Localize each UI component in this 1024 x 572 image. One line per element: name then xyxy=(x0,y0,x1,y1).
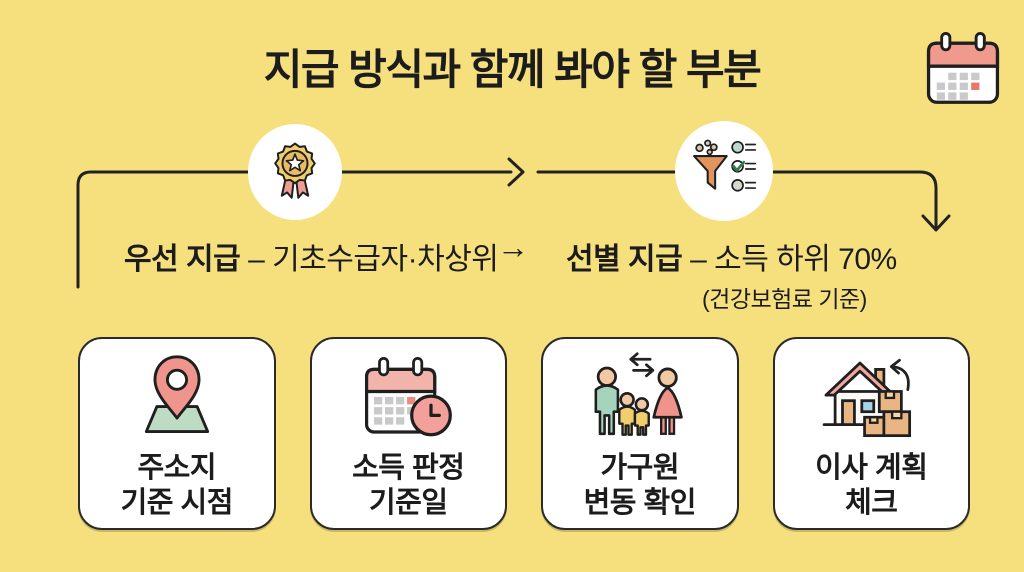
selective-payment-sublabel: (건강보험료 기준) xyxy=(702,286,867,312)
calendar-clock-icon xyxy=(357,347,459,443)
selective-payment-label-bold: 선별 지급 xyxy=(566,243,683,276)
card-household-change-label: 가구원 변동 확인 xyxy=(583,451,697,519)
card-address-line2: 기준 시점 xyxy=(120,486,234,519)
card-household-change: 가구원 변동 확인 xyxy=(541,337,739,530)
card-moving-plan-line1: 이사 계획 xyxy=(815,452,928,485)
priority-payment-label-bold: 우선 지급 xyxy=(124,243,241,276)
card-income-date-line2: 기준일 xyxy=(368,486,448,519)
card-address-basis: 주소지 기준 시점 xyxy=(78,337,276,530)
calendar-icon xyxy=(922,28,1004,106)
flow-arrow-glyph: → xyxy=(497,229,529,265)
card-household-change-line2: 변동 확인 xyxy=(583,486,697,519)
card-moving-plan-label: 이사 계획 체크 xyxy=(815,451,928,519)
card-moving-plan-line2: 체크 xyxy=(845,486,898,519)
page-title: 지급 방식과 함께 봐야 할 부분 xyxy=(263,46,762,93)
card-household-change-line1: 가구원 xyxy=(600,452,680,485)
selective-payment-label: 선별 지급 – 소득 하위 70% xyxy=(566,234,897,278)
family-change-icon xyxy=(587,347,693,443)
card-income-date-label: 소득 판정 기준일 xyxy=(352,451,465,519)
flow-connector-line xyxy=(76,157,951,289)
funnel-checklist-icon xyxy=(690,136,758,207)
medal-icon xyxy=(262,135,328,210)
card-moving-plan: 이사 계획 체크 xyxy=(772,337,970,530)
priority-payment-label-rest: – 기초수급자·차상위 xyxy=(240,243,499,276)
selective-step-badge xyxy=(675,121,773,221)
card-address-line1: 주소지 xyxy=(137,452,217,485)
selective-payment-label-rest: – 소득 하위 70% xyxy=(682,243,897,276)
priority-step-badge xyxy=(248,124,342,220)
card-address-label: 주소지 기준 시점 xyxy=(120,451,234,519)
card-income-date-line1: 소득 판정 xyxy=(352,452,465,485)
priority-payment-label: 우선 지급 – 기초수급자·차상위 xyxy=(124,234,499,278)
moving-house-icon xyxy=(818,347,924,443)
info-cards-row: 주소지 기준 시점 xyxy=(78,337,970,530)
map-pin-icon xyxy=(129,347,225,443)
card-income-date: 소득 판정 기준일 xyxy=(309,337,507,530)
